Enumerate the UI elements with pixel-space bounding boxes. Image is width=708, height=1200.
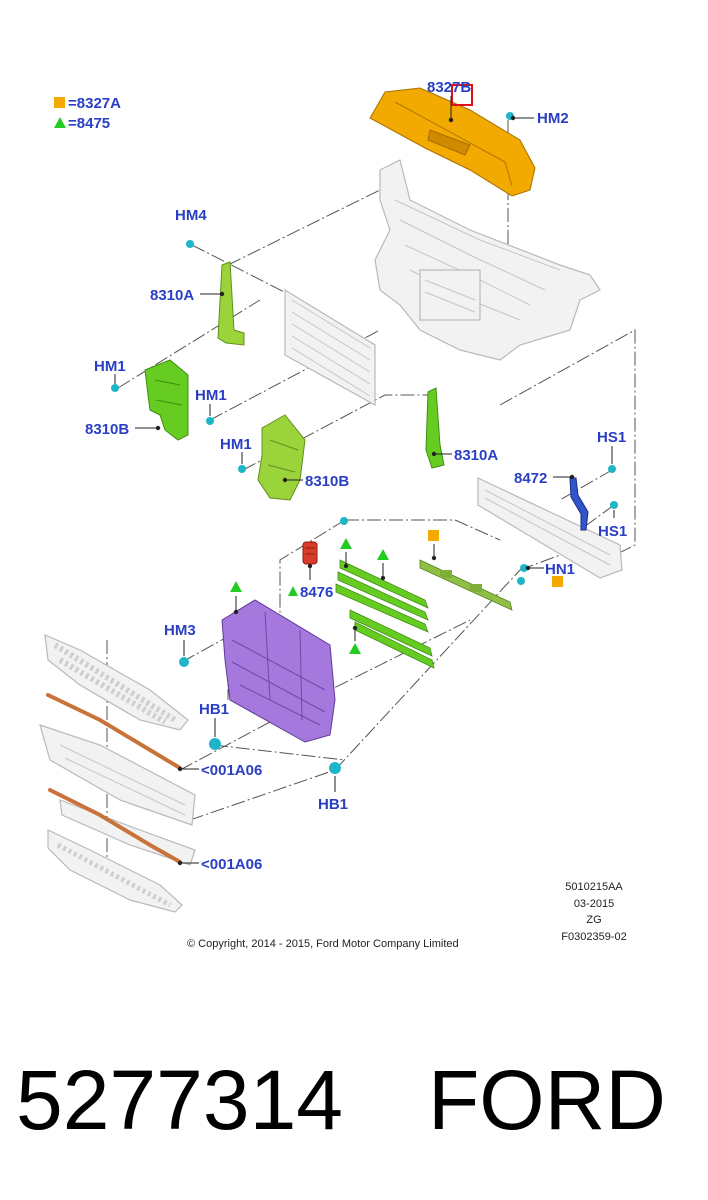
right-bracket-8310a xyxy=(425,387,445,469)
shutter-link-strip xyxy=(419,559,513,611)
callout-hs1-upper: HS1 xyxy=(597,429,626,446)
lower-grille-ghost xyxy=(47,829,183,913)
legend-label-8475: =8475 xyxy=(68,115,110,132)
callout-hm1-lower: HM1 xyxy=(220,436,252,453)
callout-hs1-lower: HS1 xyxy=(598,523,627,540)
callout-hm1-mid: HM1 xyxy=(195,387,227,404)
radiator-condenser-ghost xyxy=(284,288,376,407)
clip-icon xyxy=(608,465,616,473)
callout-001a06-upper: <001A06 xyxy=(201,762,262,779)
callout-8310a-left: 8310A xyxy=(150,287,194,304)
radiator-shield-8327b xyxy=(369,84,536,197)
orange-square-icon xyxy=(552,576,563,587)
info-block: 5010215AA 03-2015 ZG F0302359-02 xyxy=(561,881,626,943)
callout-hm4: HM4 xyxy=(175,207,207,224)
stay-rod-8472 xyxy=(569,477,589,531)
legend-label-8327a: =8327A xyxy=(68,95,121,112)
bolt-icon xyxy=(209,738,221,750)
callout-8310b-left: 8310B xyxy=(85,421,129,438)
copyright-text: © Copyright, 2014 - 2015, Ford Motor Com… xyxy=(187,938,459,950)
lower-shutter-vanes xyxy=(349,609,435,669)
markers xyxy=(230,530,563,654)
callout-8472: 8472 xyxy=(514,470,547,487)
highlight-box xyxy=(451,84,473,106)
callout-8327b: 8327B xyxy=(427,79,471,96)
orange-square-icon xyxy=(428,530,439,541)
info-figure-id: F0302359-02 xyxy=(561,931,626,943)
green-triangle-icon xyxy=(230,581,242,592)
callout-8310b-center: 8310B xyxy=(305,473,349,490)
callout-hm2: HM2 xyxy=(537,110,569,127)
bumper-beam-ghost xyxy=(477,477,623,579)
green-triangle-icon xyxy=(349,643,361,654)
clip-icon xyxy=(186,240,194,248)
leaders xyxy=(114,96,615,866)
bolt-icon xyxy=(329,762,341,774)
callout-8476: 8476 xyxy=(300,584,333,601)
info-market: ZG xyxy=(586,914,601,926)
callout-hn1: HN1 xyxy=(545,561,575,578)
legend-green-triangle-icon xyxy=(54,117,66,128)
left-bracket-8310a xyxy=(217,261,245,346)
upper-shutter-vanes xyxy=(335,559,429,633)
clip-icon xyxy=(340,517,348,525)
callout-hb1-lower: HB1 xyxy=(318,796,348,813)
info-code: 5010215AA xyxy=(565,881,623,893)
clip-icon xyxy=(179,657,189,667)
legend-orange-square-icon xyxy=(54,97,65,108)
brand-name: FORD xyxy=(428,1053,666,1147)
assembly-lines xyxy=(106,120,636,870)
callout-001a06-lower: <001A06 xyxy=(201,856,262,873)
center-deflector-8310b xyxy=(257,414,306,501)
shutter-actuator-8476 xyxy=(302,541,318,565)
grille-opening-reinforcement xyxy=(221,599,336,743)
callout-labels: 8327B HM2 HM4 8310A HM1 HM1 8310B HM1 83… xyxy=(85,79,627,873)
green-triangle-icon xyxy=(377,549,389,560)
radiator-support-ghost xyxy=(374,159,601,361)
callout-hb1-left: HB1 xyxy=(199,701,229,718)
info-date: 03-2015 xyxy=(574,898,614,910)
clip-icon xyxy=(517,577,525,585)
upper-grille-ghost xyxy=(44,634,189,731)
left-deflector-8310b xyxy=(144,359,189,441)
clip-icon xyxy=(238,465,246,473)
clip-icon xyxy=(610,501,618,509)
callout-hm1-upper: HM1 xyxy=(94,358,126,375)
clip-icon xyxy=(206,417,214,425)
upper-trim-strip xyxy=(46,693,182,770)
callout-hm3: HM3 xyxy=(164,622,196,639)
lower-trim-strip xyxy=(48,788,182,864)
part-number: 5277314 xyxy=(16,1053,343,1147)
clip-icon xyxy=(520,564,528,572)
green-triangle-icon xyxy=(288,586,298,596)
legend: =8327A =8475 xyxy=(54,95,121,132)
green-triangle-icon xyxy=(340,538,352,549)
clip-icon xyxy=(111,384,119,392)
fasteners xyxy=(111,112,618,774)
callout-8310a-right: 8310A xyxy=(454,447,498,464)
